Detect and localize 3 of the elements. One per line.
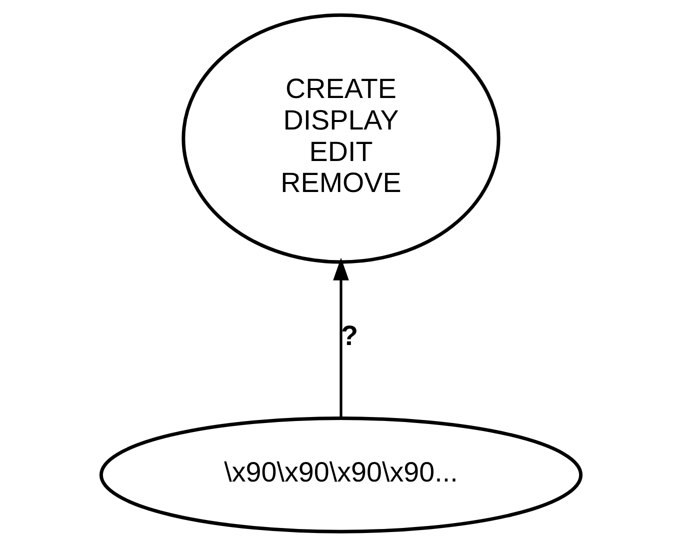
node-ellipse: \x90\x90\x90\x90... <box>99 416 583 534</box>
arrow <box>333 258 349 418</box>
node-ellipse: CREATE DISPLAY EDIT REMOVE <box>182 13 500 264</box>
